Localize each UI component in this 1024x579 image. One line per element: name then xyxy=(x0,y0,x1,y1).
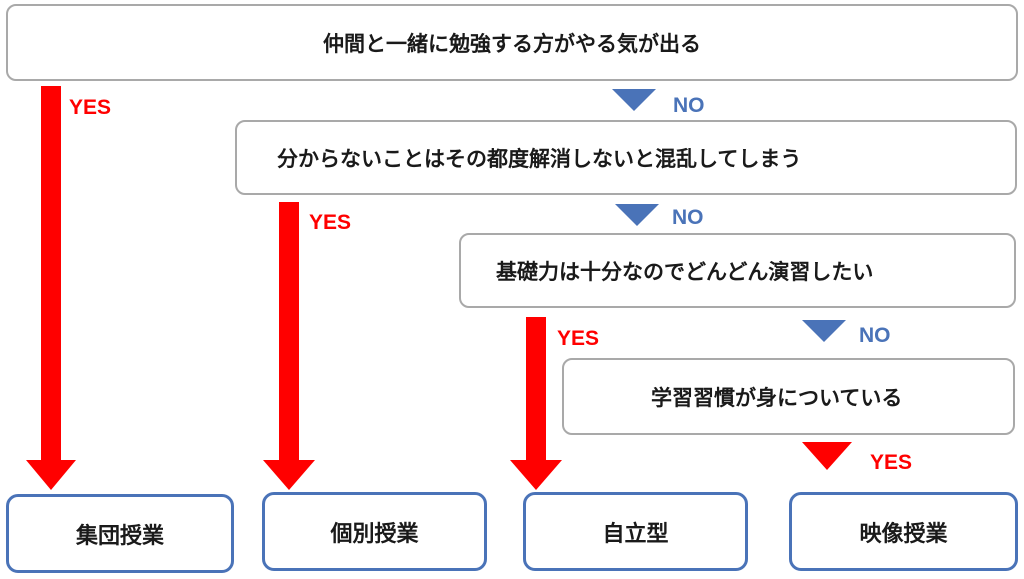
yes-label-3: YES xyxy=(557,327,600,350)
no-arrow-2 xyxy=(615,204,659,226)
no-arrow-3 xyxy=(802,320,846,342)
yes-arrow-to-individual-class xyxy=(263,202,315,490)
no-label-2: NO xyxy=(672,206,704,229)
question-text-3: 基礎力は十分なのでどんどん演習したい xyxy=(496,259,874,284)
result-box-individual-class: 個別授業 xyxy=(262,492,487,571)
question-text-1: 仲間と一緒に勉強する方がやる気が出る xyxy=(323,31,701,56)
question-text-2: 分からないことはその都度解消しないと混乱してしまう xyxy=(277,146,802,171)
question-box-3: 基礎力は十分なのでどんどん演習したい xyxy=(459,233,1016,308)
question-text-4: 学習習慣が身についている xyxy=(651,385,903,410)
yes-label-4: YES xyxy=(870,451,913,474)
question-box-4: 学習習慣が身についている xyxy=(562,358,1015,435)
yes-label-2: YES xyxy=(309,211,352,234)
question-box-1: 仲間と一緒に勉強する方がやる気が出る xyxy=(6,4,1018,81)
result-box-self-study: 自立型 xyxy=(523,492,748,571)
yes-arrow-to-self-study xyxy=(510,317,562,490)
yes-arrow-to-group-class xyxy=(26,86,76,490)
question-box-2: 分からないことはその都度解消しないと混乱してしまう xyxy=(235,120,1017,195)
yes-arrow-to-video-class xyxy=(802,442,852,470)
result-text-self-study: 自立型 xyxy=(602,521,669,547)
result-text-individual-class: 個別授業 xyxy=(330,521,419,547)
no-label-1: NO xyxy=(673,94,705,117)
result-box-video-class: 映像授業 xyxy=(789,492,1018,571)
result-text-video-class: 映像授業 xyxy=(859,521,948,547)
no-label-3: NO xyxy=(859,324,891,347)
yes-label-1: YES xyxy=(69,96,112,119)
result-text-group-class: 集団授業 xyxy=(75,523,164,549)
no-arrow-1 xyxy=(612,89,656,111)
result-box-group-class: 集団授業 xyxy=(6,494,234,573)
